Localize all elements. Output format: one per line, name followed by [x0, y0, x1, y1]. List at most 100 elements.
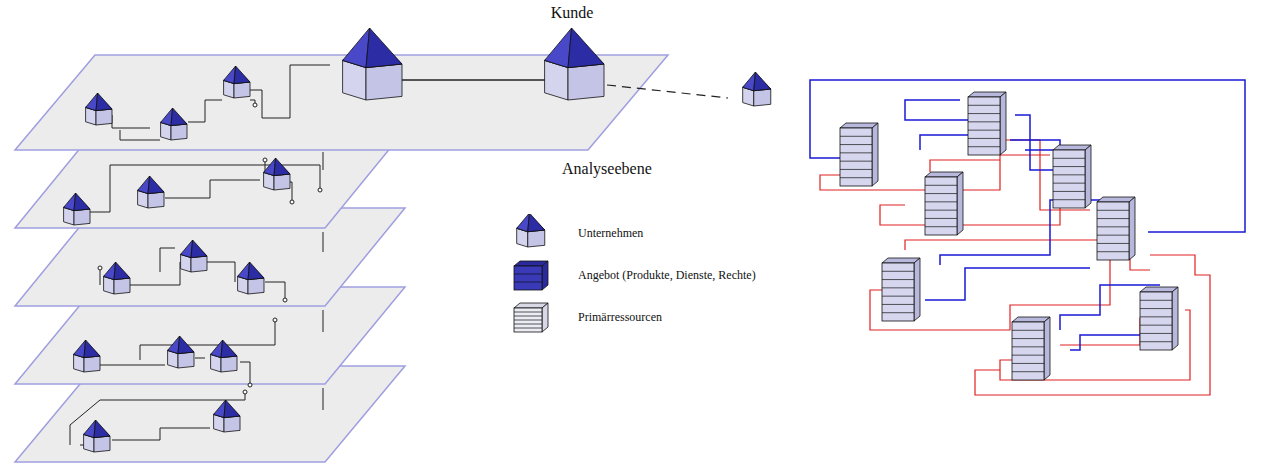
- stack-slot: [1140, 341, 1172, 342]
- resource-link-blue: [925, 268, 1090, 300]
- company-roof: [148, 176, 164, 194]
- resource-link-red: [930, 160, 1000, 172]
- terminal: [248, 383, 252, 387]
- company-icon: [104, 262, 130, 294]
- stack-front: [1053, 150, 1085, 208]
- resource-stack: [1140, 287, 1178, 350]
- stack-slot: [925, 201, 957, 202]
- company-body-right: [528, 230, 545, 247]
- stack-front: [1140, 292, 1172, 350]
- resource-link-red: [880, 185, 1060, 225]
- company-icon: [74, 340, 100, 372]
- stack-slot: [968, 130, 1000, 131]
- stack-front: [514, 308, 542, 332]
- link-wire: [207, 262, 235, 282]
- company-body-right: [178, 352, 194, 368]
- company-icon: [214, 400, 240, 432]
- stack-slot: [1053, 166, 1085, 167]
- stack-side: [1044, 317, 1050, 380]
- company-roof: [743, 72, 756, 91]
- resource-link-red: [975, 255, 1210, 395]
- company-icon: [168, 336, 194, 368]
- stack-side: [957, 172, 963, 235]
- layer-tick: [323, 152, 324, 170]
- company-icon: [161, 108, 187, 140]
- company-body-right: [96, 109, 112, 125]
- stack-slot: [882, 304, 914, 305]
- company-icon: [181, 240, 207, 272]
- resource-stack: [514, 261, 548, 290]
- company-roof: [74, 193, 90, 211]
- stack-slot: [968, 105, 1000, 106]
- company-roof: [211, 340, 223, 358]
- stack-slot: [1012, 363, 1044, 364]
- company-body-right: [754, 89, 771, 106]
- company-icon: [343, 28, 402, 100]
- stack-slot: [514, 282, 542, 283]
- company-icon: [138, 176, 164, 208]
- company-roof: [343, 28, 370, 68]
- resource-link-blue: [1070, 335, 1150, 350]
- resource-stack: [925, 172, 963, 235]
- company-body-right: [171, 124, 187, 140]
- stack-front: [882, 263, 914, 321]
- company-roof: [84, 420, 96, 438]
- company-roof: [238, 262, 250, 280]
- company-icon: [545, 28, 604, 100]
- stack-slot: [1140, 316, 1172, 317]
- stack-front: [514, 266, 542, 290]
- stack-slot: [968, 121, 1000, 122]
- company-roof: [264, 158, 276, 176]
- company-icon: [84, 420, 110, 452]
- stack-front: [1012, 322, 1044, 380]
- company-roof: [181, 240, 193, 258]
- company-roof: [234, 66, 250, 84]
- resource-link-red: [870, 240, 1110, 330]
- stack-slot: [925, 193, 957, 194]
- stack-slot: [1012, 355, 1044, 356]
- company-body-right: [366, 64, 402, 100]
- stack-slot: [1140, 325, 1172, 326]
- stack-slot: [840, 136, 872, 137]
- stack-slot: [925, 226, 957, 227]
- link-wire: [112, 428, 210, 440]
- customer-node: Kunde: [537, 4, 607, 22]
- stack-side: [1000, 92, 1006, 155]
- company-body-right: [224, 416, 240, 432]
- resource-link-blue: [940, 200, 1105, 265]
- stack-slot: [925, 210, 957, 211]
- stack-slot: [1053, 199, 1085, 200]
- stack-slot: [1097, 218, 1129, 219]
- link-wire: [120, 130, 160, 140]
- stack-slot: [925, 185, 957, 186]
- company-body-right: [274, 174, 290, 190]
- link-wire: [250, 65, 330, 118]
- company-roof: [86, 93, 98, 111]
- company-icon: [211, 340, 237, 372]
- stack-slot: [1097, 251, 1129, 252]
- company-body-right: [191, 256, 207, 272]
- link-wire: [70, 392, 245, 445]
- stack-slot: [1097, 210, 1129, 211]
- stack-slot: [840, 177, 872, 178]
- company-roof: [224, 66, 236, 84]
- stack-slot: [840, 144, 872, 145]
- terminal: [290, 200, 294, 204]
- stack-slot: [514, 324, 542, 325]
- stack-front: [1097, 202, 1129, 260]
- stack-slot: [882, 312, 914, 313]
- stack-slot: [882, 279, 914, 280]
- stack-slot: [514, 316, 542, 317]
- link-wire: [400, 80, 550, 81]
- company-links: [70, 65, 728, 445]
- companies: [64, 28, 771, 452]
- terminal: [253, 103, 257, 107]
- company-icon: [743, 72, 771, 106]
- company-body-right: [248, 278, 264, 294]
- stack-slot: [840, 169, 872, 170]
- stack-slot: [514, 312, 542, 313]
- resource-link-blue: [920, 135, 975, 150]
- stack-slot: [514, 320, 542, 321]
- stack-slot: [968, 138, 1000, 139]
